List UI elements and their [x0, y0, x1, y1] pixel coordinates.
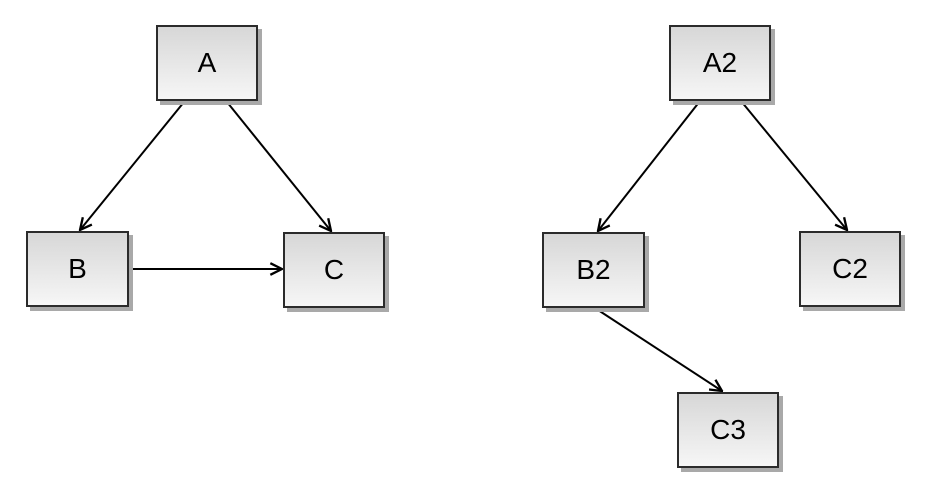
node-A2: A2: [669, 25, 771, 101]
edge-A-to-B: [80, 101, 185, 230]
node-label-B: B: [68, 253, 87, 284]
node-label-A: A: [197, 47, 217, 78]
edges-group: [80, 100, 847, 391]
node-label-B2: B2: [576, 254, 611, 285]
edge-A2-to-B2: [598, 100, 701, 231]
node-C: C: [283, 232, 385, 308]
node-label-C3: C3: [710, 414, 746, 445]
node-A: A: [156, 25, 258, 101]
node-C3: C3: [677, 392, 779, 468]
edge-A-to-C: [226, 101, 331, 231]
node-label-A2: A2: [702, 47, 738, 78]
node-C2: C2: [799, 231, 901, 307]
node-B2: B2: [542, 232, 645, 308]
node-B: B: [26, 231, 129, 307]
node-label-C: C: [323, 254, 345, 285]
edge-A2-to-C2: [740, 100, 847, 230]
node-label-C2: C2: [832, 253, 868, 284]
edge-B2-to-C3: [594, 307, 722, 391]
